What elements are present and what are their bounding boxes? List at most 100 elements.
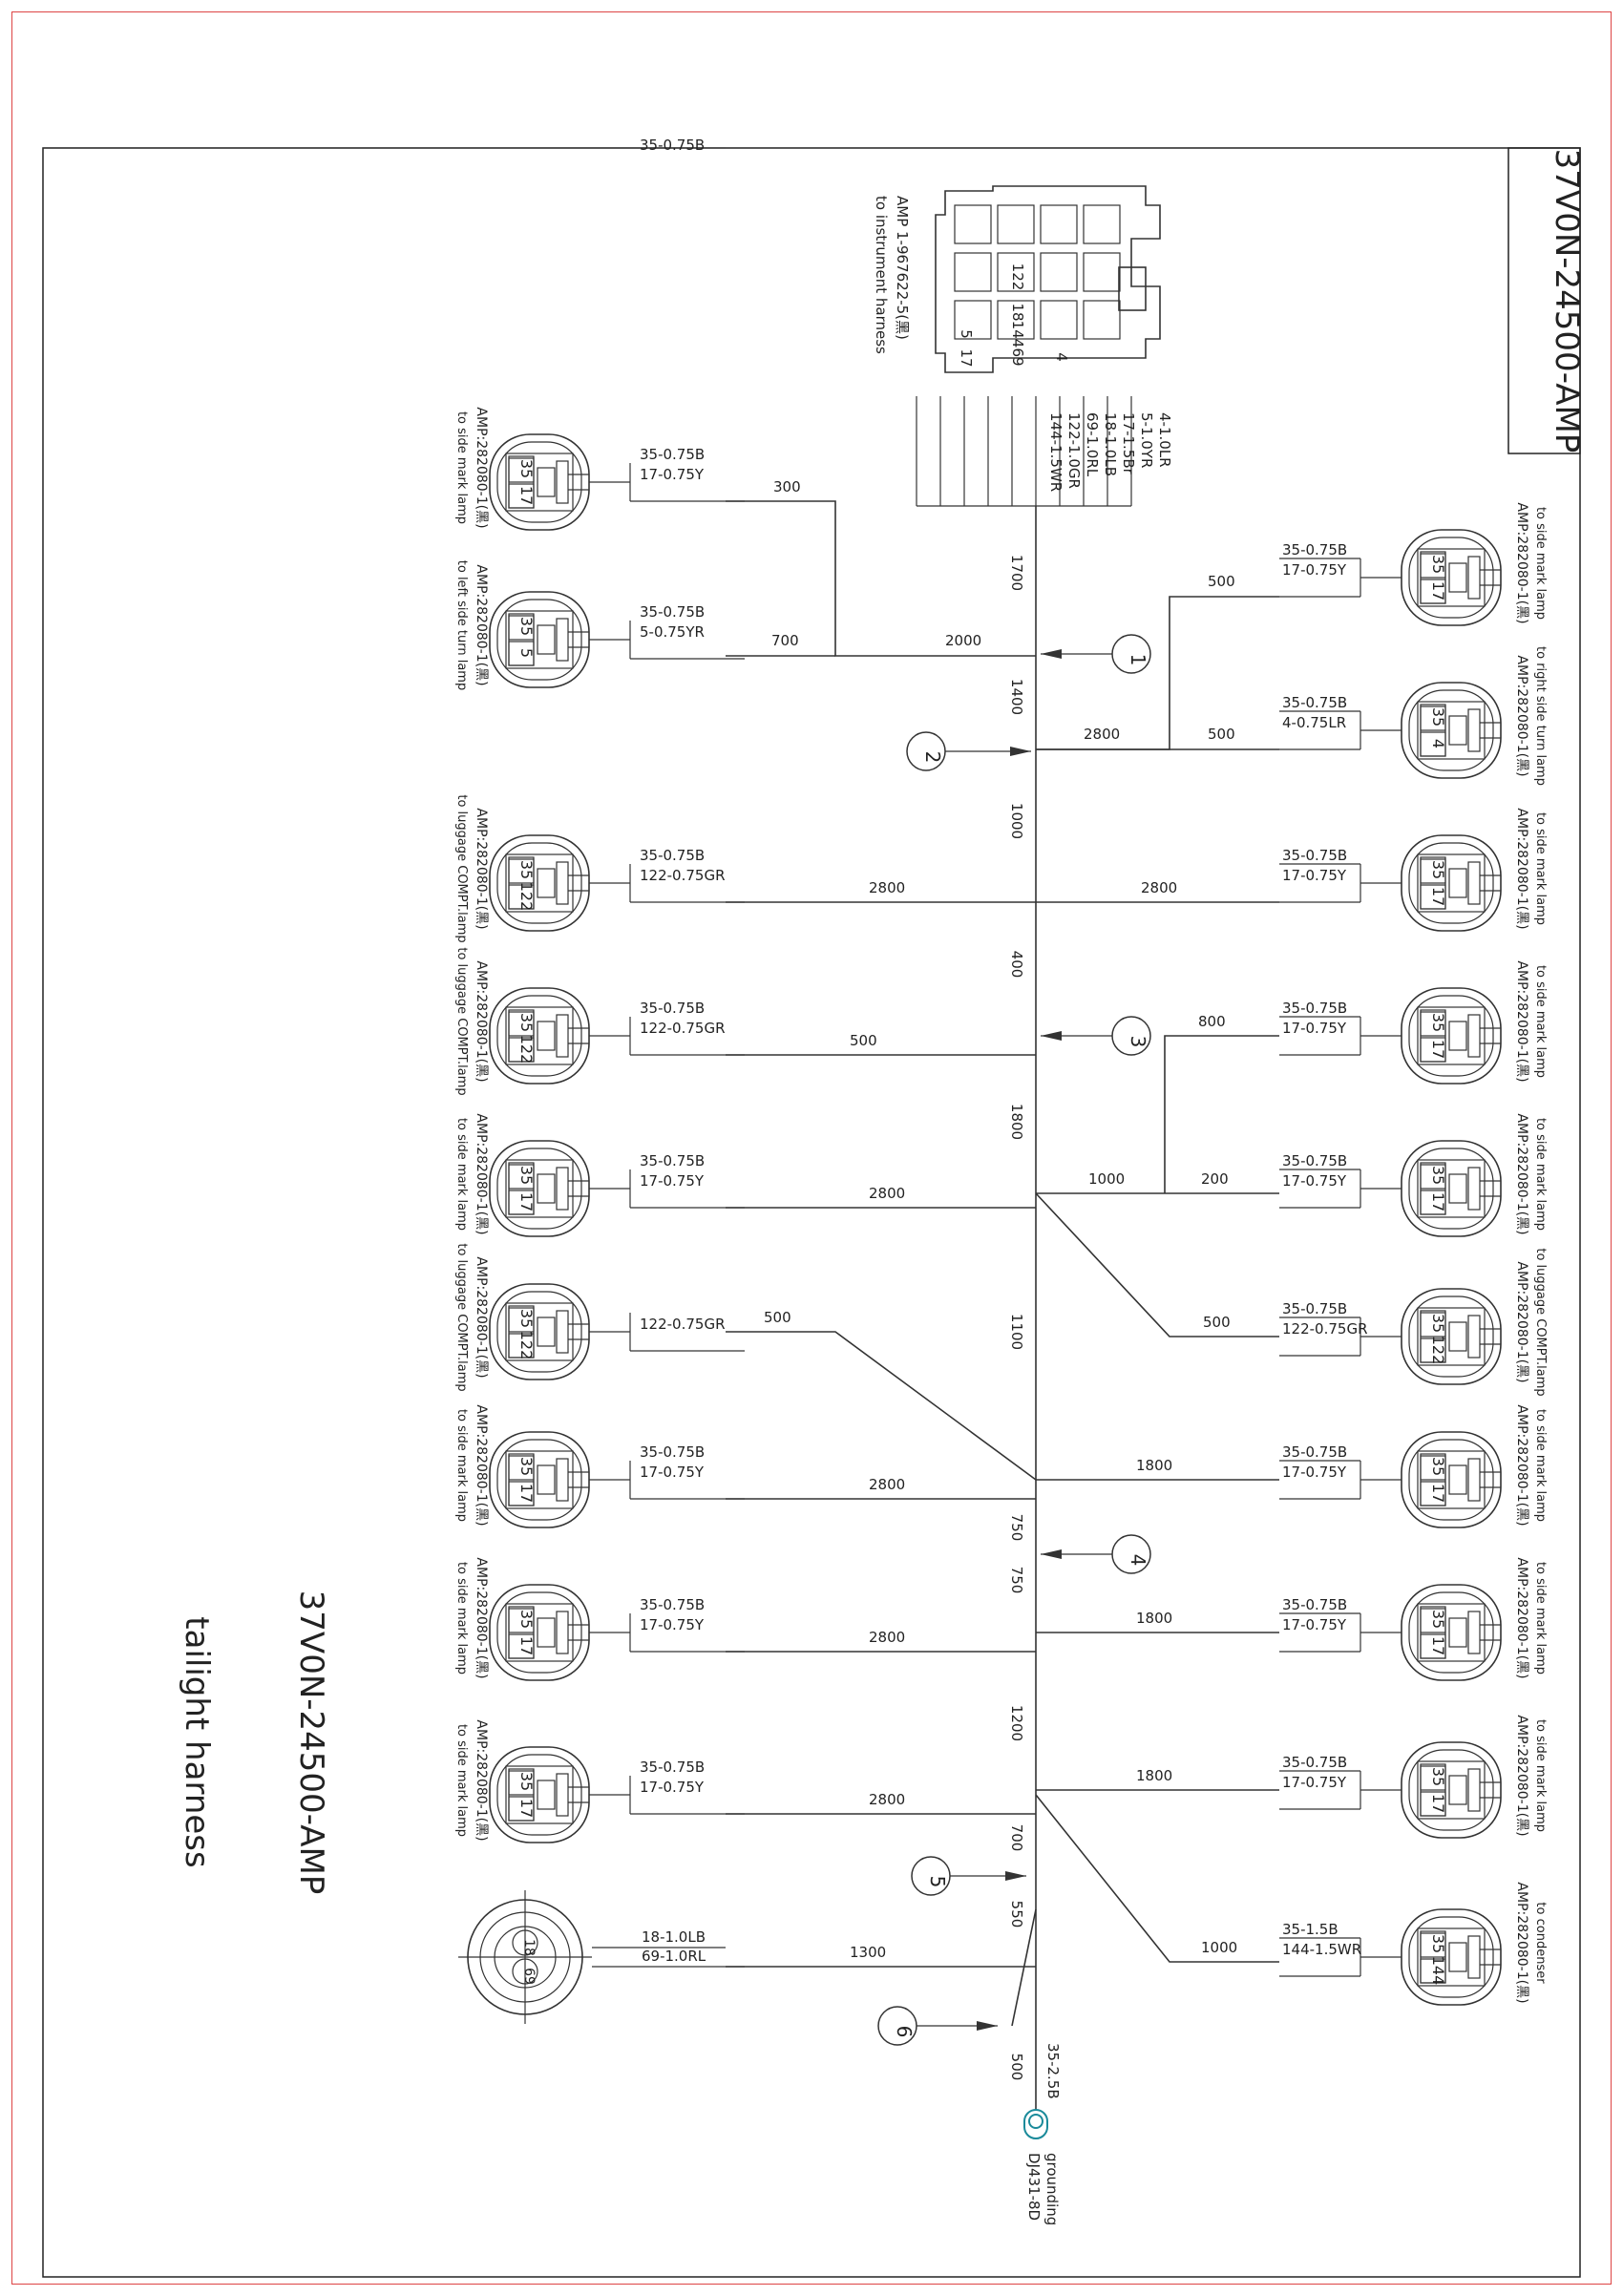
connector-tab xyxy=(556,1611,569,1654)
instrument-connector-shell xyxy=(935,185,1161,373)
connector-pin-label: 17 xyxy=(1429,1636,1447,1655)
instrument-pin-label: 4 xyxy=(1053,352,1070,362)
connector-pin-label: 17 xyxy=(1429,1192,1447,1211)
pin-cavity xyxy=(997,252,1035,292)
connector-shell xyxy=(1401,1288,1502,1385)
main-title-part-number: 37V0N-24500-AMP xyxy=(292,1590,330,1895)
pin-box xyxy=(1420,884,1446,910)
amp-282080-connector xyxy=(1401,682,1502,779)
connector-shell-inner xyxy=(1408,1749,1494,1831)
instrument-pin-label: 122 xyxy=(1009,263,1026,291)
branch-length: 1800 xyxy=(1136,1457,1172,1474)
wire-label: 35-0.75B xyxy=(1282,1754,1347,1771)
wire-label: 35-0.75B xyxy=(1282,1443,1347,1461)
connector-pin-label: 35 xyxy=(1429,1457,1447,1476)
connector-pin-label: 17 xyxy=(1429,1484,1447,1503)
instrument-pin-label: 17 xyxy=(958,348,975,367)
wire-label: 35-0.75B xyxy=(1282,847,1347,864)
amp-282080-connector xyxy=(489,1746,590,1843)
connector-body xyxy=(505,1302,574,1361)
connector-shell xyxy=(1401,1140,1502,1237)
trunk-segment-length: 500 xyxy=(1008,2054,1025,2081)
connector-pin-label: 35 xyxy=(1429,1767,1447,1786)
connector-part-number: AMP:282080-1(黑) xyxy=(474,1113,489,1234)
round-pin-label: 18 xyxy=(521,1939,537,1956)
connector-pin-label: 35 xyxy=(1429,707,1447,727)
connector-shell xyxy=(489,1283,590,1380)
connector-shell-inner xyxy=(496,842,582,924)
wire-label: 35-0.75B xyxy=(1282,1300,1347,1317)
pin-box xyxy=(508,457,535,483)
wire-label: 35-0.75B xyxy=(640,1759,705,1776)
connector-part-number: AMP:282080-1(黑) xyxy=(1514,502,1529,623)
connector-pin-label: 5 xyxy=(517,648,536,658)
pin-box xyxy=(508,1037,535,1063)
connector-body xyxy=(505,1765,574,1824)
marker-arrowhead xyxy=(977,2021,998,2031)
instrument-connector-part: AMP 1-967622-5(黑) xyxy=(894,196,911,340)
branch-length: 2800 xyxy=(869,1629,905,1646)
connector-body xyxy=(1417,1450,1486,1509)
connector-pin-label: 17 xyxy=(1429,1794,1447,1813)
connector-tab xyxy=(556,460,569,504)
connector-pin-label: 35 xyxy=(1429,1610,1447,1629)
wire-label: 35-0.75B xyxy=(1282,541,1347,558)
connector-shell xyxy=(489,1584,590,1681)
instrument-connector xyxy=(935,185,1161,373)
ground-lug-hole xyxy=(1028,2114,1043,2129)
connector-destination: to side mark lamp xyxy=(454,411,469,524)
connector-body xyxy=(505,610,574,669)
wire-label: 17-0.75Y xyxy=(640,1464,705,1481)
connector-lock xyxy=(537,1021,556,1051)
marker-number: 2 xyxy=(921,751,944,764)
branch-6 xyxy=(726,1331,1037,1481)
marker-number: 6 xyxy=(893,2026,916,2038)
pin-cavity xyxy=(1083,204,1121,244)
connector-shell xyxy=(1401,1741,1502,1839)
branch-r4 xyxy=(1164,1035,1279,1193)
connector-tab xyxy=(556,618,569,662)
splice-6 xyxy=(1011,1908,1037,2027)
connector-part-number: AMP:282080-1(黑) xyxy=(1514,1715,1529,1836)
connector-lock xyxy=(1448,1173,1467,1204)
connector-body xyxy=(1417,1927,1486,1987)
connector-tab xyxy=(556,1773,569,1817)
connector-part-number: AMP:282080-1(黑) xyxy=(474,564,489,685)
marker-number: 3 xyxy=(1127,1036,1149,1048)
marker-arrowhead xyxy=(1010,747,1031,756)
pin-box xyxy=(1420,1481,1446,1506)
branch-length: 1800 xyxy=(1136,1610,1172,1627)
pin-cavity xyxy=(997,204,1035,244)
wire-label: 4-0.75LR xyxy=(1282,714,1346,731)
pin-box xyxy=(508,1011,535,1037)
instrument-pin-label: 18 xyxy=(1009,303,1026,321)
connector-part-number: AMP:282080-1(黑) xyxy=(474,960,489,1082)
connector-shell-inner xyxy=(1408,995,1494,1077)
ground-part-number: DJ431-8D xyxy=(1025,2153,1043,2221)
connector-tab xyxy=(1467,1167,1481,1211)
amp-282080-connector xyxy=(1401,1140,1502,1237)
pin-box xyxy=(1420,1312,1446,1338)
connector-destination: to luggage COMPT.lamp xyxy=(454,947,469,1095)
connector-tab xyxy=(556,1310,569,1354)
branch-r10 xyxy=(1035,1794,1279,1963)
pin-cavity xyxy=(1040,252,1078,292)
drawing-border xyxy=(42,147,1581,2278)
title-block-part-number: 37V0N-24500-AMP xyxy=(1548,149,1586,453)
connector-part-number: AMP:282080-1(黑) xyxy=(1514,655,1529,776)
branch-r6 xyxy=(1035,1192,1279,1338)
connector-shell xyxy=(1401,1431,1502,1528)
amp-282080-connector xyxy=(1401,1431,1502,1528)
main-title-name: tailight harness xyxy=(178,1616,216,1867)
connector-body xyxy=(505,853,574,913)
connector-shell-inner xyxy=(1408,1295,1494,1378)
connector-pin-label: 35 xyxy=(1429,1934,1447,1953)
wire-label: 35-0.75B xyxy=(640,1152,705,1169)
connector-part-number: AMP:282080-1(黑) xyxy=(1514,1882,1529,2003)
amp-282080-connector xyxy=(1401,1741,1502,1839)
connector-part-number: AMP:282080-1(黑) xyxy=(474,1719,489,1841)
wire-label: 35-0.75B xyxy=(640,1000,705,1017)
wire-label: 17-0.75Y xyxy=(640,466,705,483)
pin-box xyxy=(1420,731,1446,757)
branch-length: 1300 xyxy=(850,1944,886,1961)
